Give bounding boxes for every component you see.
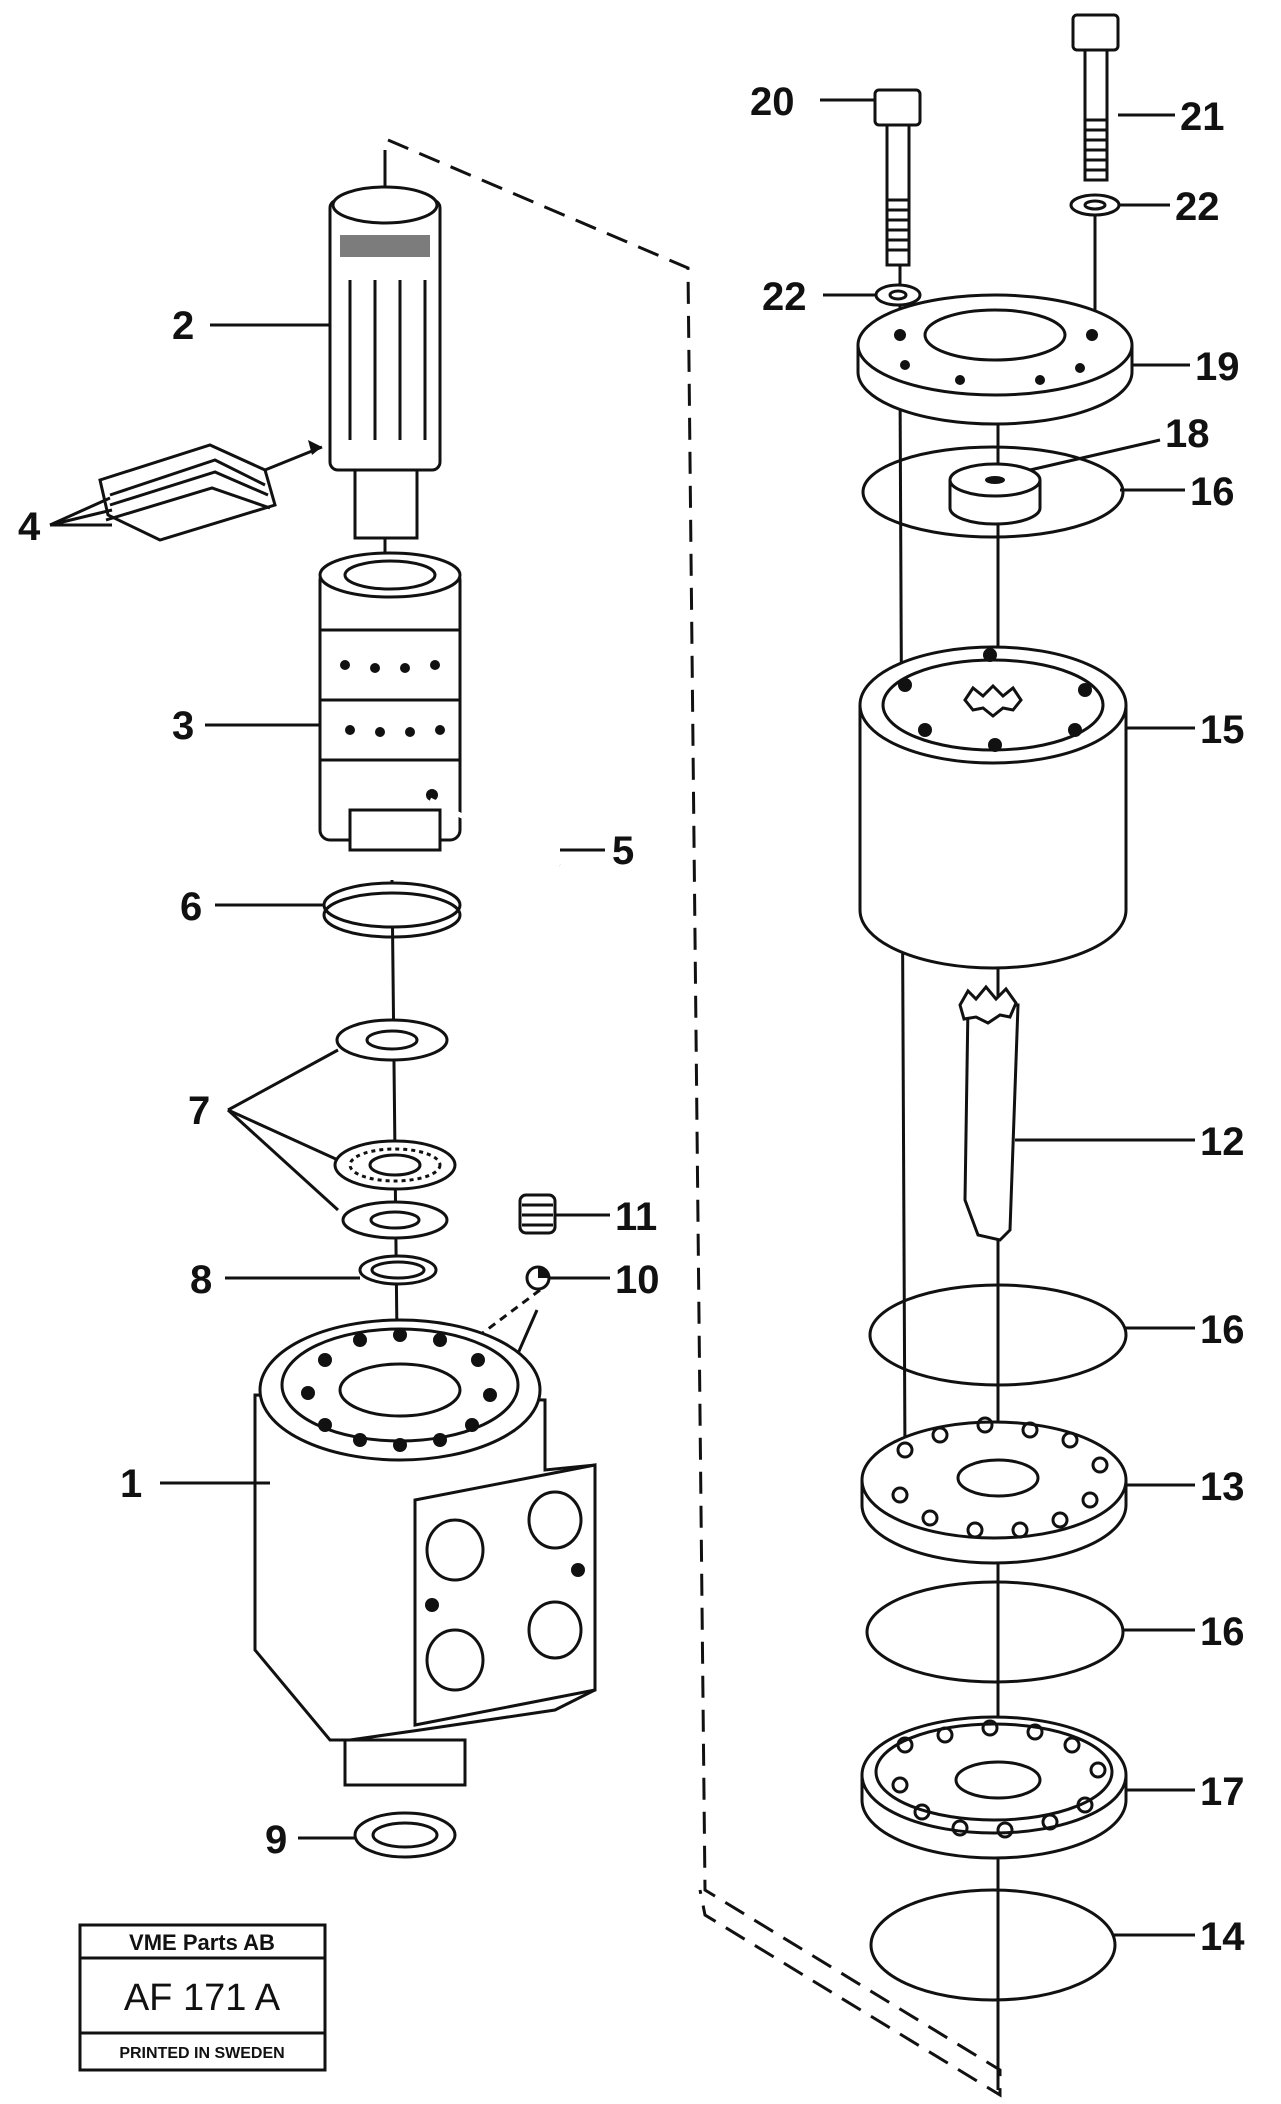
callout-8: 8 [190, 1258, 212, 1302]
plate-brand: VME Parts AB [129, 1930, 275, 1955]
callout-16-top: 16 [1190, 470, 1235, 514]
part-16-o-ring-top [861, 445, 1125, 539]
part-22-washer-left [874, 283, 922, 307]
callout-17: 17 [1200, 1770, 1245, 1814]
part-9-seal [353, 1811, 457, 1859]
part-22-washer-right [1069, 193, 1121, 217]
callout-13: 13 [1200, 1465, 1245, 1509]
callout-1: 1 [120, 1462, 142, 1506]
callout-21: 21 [1180, 95, 1225, 139]
part-1-housing [253, 1318, 597, 1787]
part-14-retaining-ring [869, 1888, 1117, 2002]
callout-11: 11 [615, 1195, 657, 1239]
part-20-bolt [873, 88, 922, 267]
part-13-plate [860, 1416, 1128, 1565]
part-3-spool [318, 551, 462, 852]
plate-code: AF 171 A [124, 1977, 281, 2019]
callout-15: 15 [1200, 708, 1245, 752]
part-8-seal-ring [358, 1254, 438, 1286]
callout-18: 18 [1165, 412, 1210, 456]
part-7-bearing-set [333, 1018, 457, 1240]
callout-7: 7 [188, 1089, 210, 1133]
assembly-dashed-line [387, 138, 1002, 2098]
callout-22-left: 22 [762, 275, 807, 319]
part-2-sleeve [328, 185, 442, 540]
plate-footer: PRINTED IN SWEDEN [119, 2045, 284, 2062]
callout-16-middle: 16 [1200, 1308, 1245, 1352]
part-21-bolt [1071, 13, 1120, 182]
part-16-o-ring-lower [865, 1580, 1125, 1684]
callout-5: 5 [612, 829, 634, 873]
callout-2: 2 [172, 304, 194, 348]
part-17-port-plate [860, 1715, 1128, 1860]
leader-lines [49, 98, 1195, 1937]
part-12-drive-shaft [958, 984, 1020, 1242]
callout-9: 9 [265, 1818, 287, 1862]
part-19-end-cover [856, 293, 1134, 426]
callout-12: 12 [1200, 1120, 1245, 1164]
id-plate: VME Parts AB AF 171 A PRINTED IN SWEDEN [78, 1923, 327, 2072]
callout-20: 20 [750, 80, 795, 124]
part-10-ball [525, 1265, 551, 1291]
callout-3: 3 [172, 704, 194, 748]
callout-19: 19 [1195, 345, 1240, 389]
part-18-spacer [948, 462, 1042, 526]
callout-4: 4 [18, 505, 41, 549]
callout-labels: 1 2 3 4 5 6 7 8 9 10 11 12 13 14 15 16 1… [18, 80, 1245, 1959]
callout-22-right: 22 [1175, 185, 1220, 229]
part-5-pin [428, 797, 562, 868]
part-11-plug [518, 1193, 557, 1235]
callout-14: 14 [1200, 1915, 1245, 1959]
callout-16-lower: 16 [1200, 1610, 1245, 1654]
callout-10: 10 [615, 1258, 660, 1302]
part-4-springs [98, 440, 323, 542]
part-6-ring [322, 881, 462, 939]
part-16-o-ring-middle [868, 1283, 1128, 1387]
part-15-gear-set [858, 645, 1128, 970]
callout-6: 6 [180, 885, 202, 929]
